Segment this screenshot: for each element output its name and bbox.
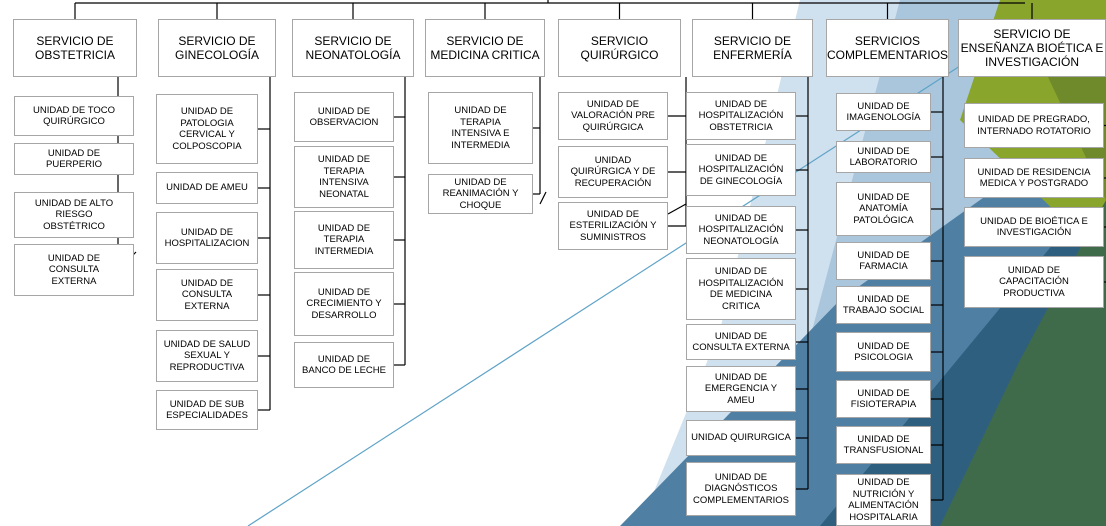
service-8-unit-4: UNIDAD DE CAPACITACIÓN PRODUCTIVA	[964, 256, 1104, 308]
service-1-unit-4: UNIDAD DE CONSULTA EXTERNA	[14, 244, 134, 296]
service-1-unit-2: UNIDAD DE PUERPERIO	[14, 143, 134, 175]
service-3-unit-5: UNIDAD DE BANCO DE LECHE	[294, 342, 394, 388]
service-2-unit-3: UNIDAD DE HOSPITALIZACION	[156, 212, 258, 264]
service-header-5: SERVICIO QUIRÚRGICO	[558, 19, 681, 77]
service-8-unit-2: UNIDAD DE RESIDENCIA MEDICA Y POSTGRADO	[964, 158, 1104, 198]
tail-4	[539, 191, 547, 205]
service-6-unit-3: UNIDAD DE HOSPITALIZACIÓN NEONATOLOGÍA	[686, 206, 796, 254]
service-8-unit-3: UNIDAD DE BIOÉTICA E INVESTIGACIÓN	[964, 207, 1104, 247]
service-2-unit-1: UNIDAD DE PATOLOGIA CERVICAL Y COLPOSCOP…	[156, 94, 258, 164]
service-1-unit-1: UNIDAD DE TOCO QUIRÚRGICO	[14, 96, 134, 136]
service-7-unit-7: UNIDAD DE FISIOTERAPIA	[836, 380, 931, 418]
service-6-unit-6: UNIDAD DE EMERGENCIA Y AMEU	[686, 366, 796, 412]
service-2-unit-6: UNIDAD DE SUB ESPECIALIDADES	[156, 390, 258, 430]
service-5-unit-2: UNIDAD QUIRÚRGICA Y DE RECUPERACIÓN	[558, 146, 668, 198]
service-3-unit-2: UNIDAD DE TERAPIA INTENSIVA NEONATAL	[294, 146, 394, 208]
service-5-unit-1: UNIDAD DE VALORACIÓN PRE QUIRÚRGICA	[558, 92, 668, 140]
service-6-unit-1: UNIDAD DE HOSPITALIZACIÓN OBSTETRICIA	[686, 92, 796, 140]
service-7-unit-3: UNIDAD DE ANATOMÍA PATOLÓGICA	[836, 182, 931, 236]
service-5-unit-3: UNIDAD DE ESTERILIZACIÓN Y SUMINISTROS	[558, 202, 668, 250]
service-7-unit-1: UNIDAD DE IMAGENOLOGÍA	[836, 93, 931, 131]
service-4-unit-1: UNIDAD DE TERAPIA INTENSIVA E INTERMEDIA	[428, 92, 533, 164]
service-1-unit-3: UNIDAD DE ALTO RIESGO OBSTÉTRICO	[14, 192, 134, 238]
service-7-unit-4: UNIDAD DE FARMACIA	[836, 242, 931, 280]
service-6-unit-7: UNIDAD QUIRURGICA	[686, 420, 796, 456]
service-header-6: SERVICIO DE ENFERMERÍA	[692, 19, 813, 77]
service-7-unit-2: UNIDAD DE LABORATORIO	[836, 141, 931, 173]
service-header-3: SERVICIO DE NEONATOLOGÍA	[292, 19, 414, 77]
service-7-unit-5: UNIDAD DE TRABAJO SOCIAL	[836, 286, 931, 324]
service-2-unit-2: UNIDAD DE AMEU	[156, 172, 258, 204]
service-3-unit-4: UNIDAD DE CRECIMIENTO Y DESARROLLO	[294, 272, 394, 336]
service-2-unit-5: UNIDAD DE SALUD SEXUAL Y REPRODUCTIVA	[156, 330, 258, 382]
service-6-unit-5: UNIDAD DE CONSULTA EXTERNA	[686, 324, 796, 360]
service-header-8: SERVICIO DE ENSEÑANZA BIOÉTICA E INVESTI…	[958, 19, 1106, 77]
service-7-unit-6: UNIDAD DE PSICOLOGIA	[836, 332, 931, 372]
service-7-unit-9: UNIDAD DE NUTRICIÓN Y ALIMENTACIÓN HOSPI…	[836, 474, 931, 526]
service-3-unit-1: UNIDAD DE OBSERVACION	[294, 92, 394, 142]
service-8-unit-1: UNIDAD DE PREGRADO, INTERNADO ROTATORIO	[964, 103, 1104, 148]
service-3-unit-3: UNIDAD DE TERAPIA INTERMEDIA	[294, 211, 394, 269]
service-header-7: SERVICIOS COMPLEMENTARIOS	[826, 19, 949, 77]
service-6-unit-2: UNIDAD DE HOSPITALIZACIÓN DE GINECOLOGÍA	[686, 144, 796, 196]
service-6-unit-4: UNIDAD DE HOSPITALIZACIÓN DE MEDICINA CR…	[686, 258, 796, 320]
service-2-unit-4: UNIDAD DE CONSULTA EXTERNA	[156, 269, 258, 321]
service-header-2: SERVICIO DE GINECOLOGÍA	[158, 19, 276, 77]
service-header-4: SERVICIO DE MEDICINA CRITICA	[425, 19, 545, 77]
service-header-1: SERVICIO DE OBSTETRICIA	[13, 19, 137, 77]
service-4-unit-2: UNIDAD DE REANIMACIÓN Y CHOQUE	[428, 174, 533, 214]
tail-5	[667, 203, 687, 215]
service-6-unit-8: UNIDAD DE DIAGNÓSTICOS COMPLEMENTARIOS	[686, 462, 796, 516]
service-7-unit-8: UNIDAD DE TRANSFUSIONAL	[836, 426, 931, 464]
